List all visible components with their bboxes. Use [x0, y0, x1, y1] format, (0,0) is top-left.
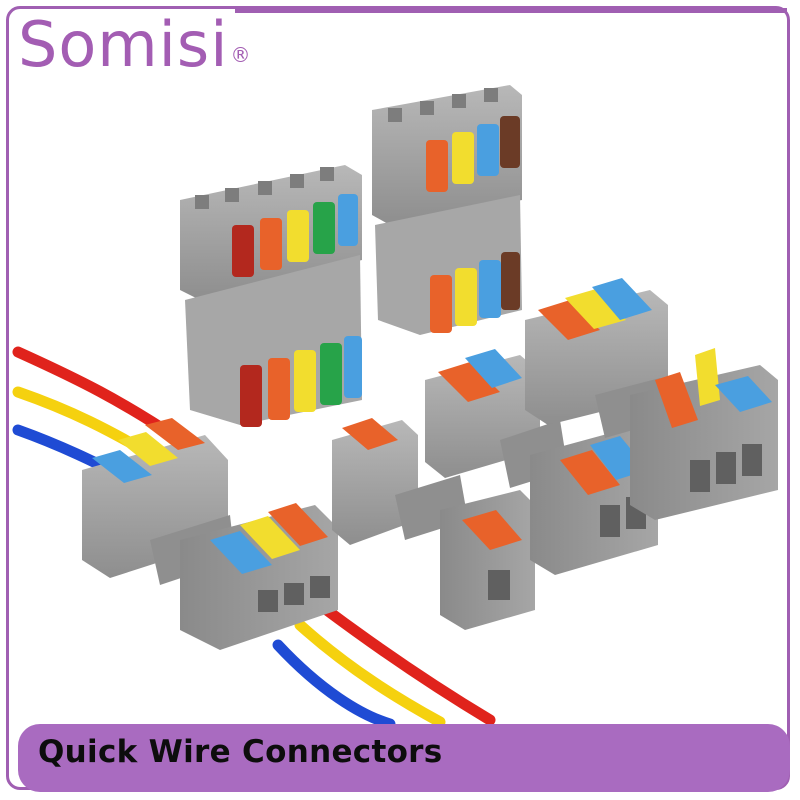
brand-name: Somisi [18, 8, 229, 81]
blue-wire-right [272, 639, 396, 730]
yellow-wire-right [294, 619, 446, 728]
connector-2-way [425, 349, 658, 575]
lever-row-bottom [240, 336, 362, 427]
lever-row-top [232, 194, 358, 277]
brand-logo: Somisi® [18, 2, 251, 88]
banner-text: Quick Wire Connectors [38, 734, 443, 770]
lever-row-top-4 [426, 116, 520, 192]
connector-3-way [525, 278, 778, 520]
red-wire-right [314, 599, 496, 726]
connector-1-way [332, 418, 535, 630]
connector-4-way [372, 85, 522, 335]
lever-row-wired-top [92, 418, 205, 483]
caption-banner: Quick Wire Connectors [18, 724, 790, 792]
lever-row-bottom-4 [430, 252, 520, 333]
connector-5-way [180, 165, 362, 427]
top-border-rule [235, 8, 787, 13]
registered-mark: ® [230, 43, 252, 67]
lever-row-wired-bottom [210, 503, 328, 574]
connector-3-way-wired [82, 418, 338, 650]
